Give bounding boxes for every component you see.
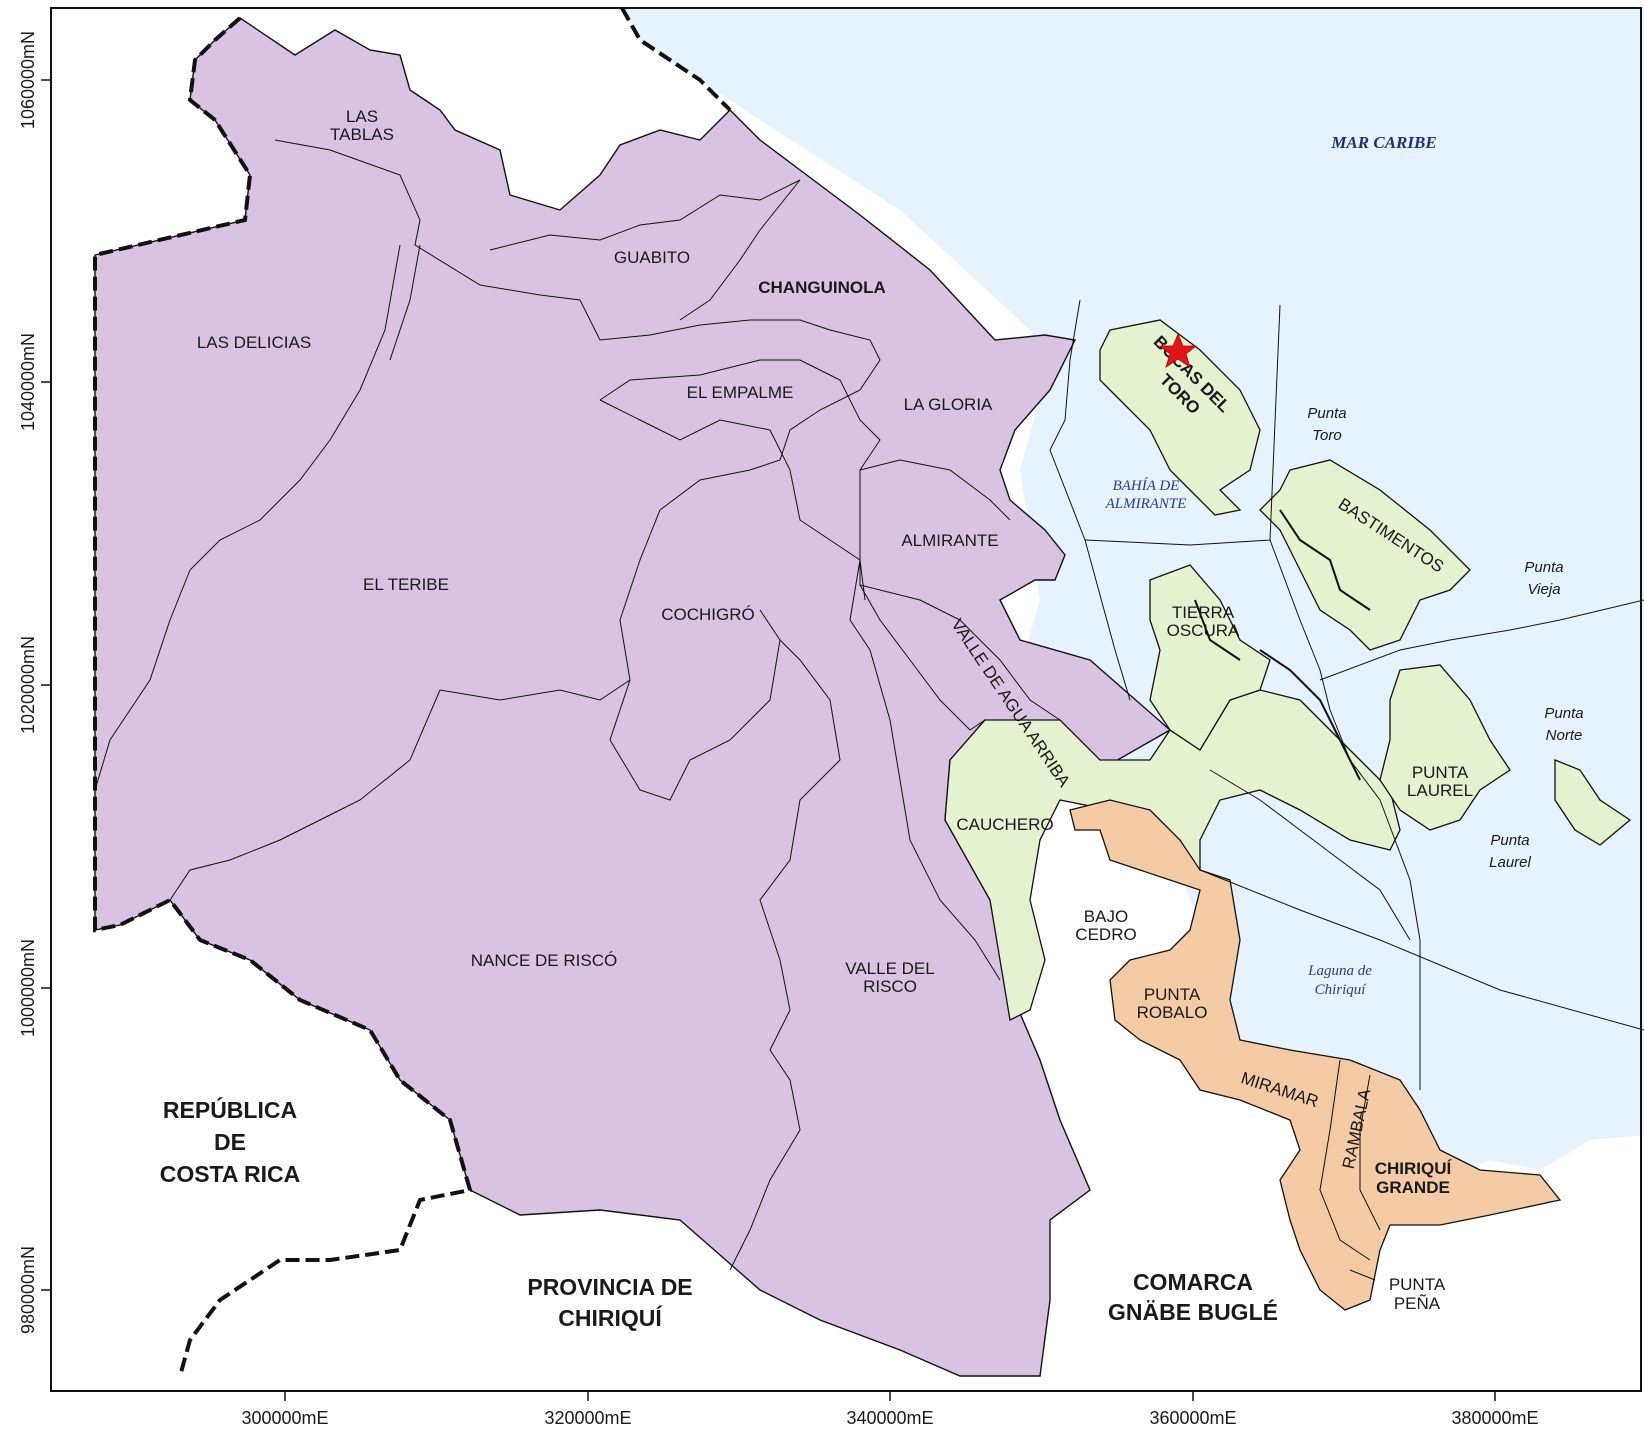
label-gnabe-bugle-2: GNÄBE BUGLÉ bbox=[1108, 1298, 1278, 1325]
x-tick-label: 320000mE bbox=[544, 1408, 631, 1428]
x-axis-labels: 300000mE 320000mE 340000mE 360000mE 3800… bbox=[241, 1408, 1538, 1428]
island-coastline-detail bbox=[1194, 509, 1371, 781]
label-valle-del-risco-1: VALLE DEL bbox=[845, 959, 934, 978]
label-punta-laurel-1: PUNTA bbox=[1412, 763, 1469, 782]
label-bahia-almirante-2: ALMIRANTE bbox=[1105, 496, 1187, 512]
label-cochigro: COCHIGRÓ bbox=[661, 605, 755, 624]
label-costa-rica-3: COSTA RICA bbox=[160, 1161, 301, 1187]
label-punta-laurel-point-2: Laurel bbox=[1489, 854, 1531, 871]
label-laguna-chiriqui-1: Laguna de bbox=[1307, 963, 1372, 979]
label-punta-vieja-2: Vieja bbox=[1527, 581, 1560, 598]
label-bajo-cedro-1: BAJO bbox=[1084, 907, 1128, 926]
label-chiriqui-grande-2: GRANDE bbox=[1376, 1178, 1450, 1197]
map-frame bbox=[50, 7, 1642, 1392]
label-mar-caribe: MAR CARIBE bbox=[1330, 133, 1436, 152]
x-tick-label: 360000mE bbox=[1149, 1408, 1236, 1428]
isla-bastimentos bbox=[1259, 459, 1471, 651]
label-punta-toro-1: Punta bbox=[1307, 405, 1346, 422]
label-punta-pena-2: PEÑA bbox=[1394, 1294, 1441, 1313]
international-border bbox=[93, 7, 732, 1377]
label-la-gloria: LA GLORIA bbox=[904, 395, 993, 414]
label-changuinola: CHANGUINOLA bbox=[758, 278, 886, 297]
tierra-oscura-area bbox=[1149, 564, 1271, 751]
isla-popa bbox=[1379, 664, 1511, 831]
chiriqui-grande-district bbox=[1069, 799, 1562, 1311]
label-punta-toro-2: Toro bbox=[1312, 427, 1341, 444]
label-las-tablas-1: LAS bbox=[346, 107, 378, 126]
label-cauchero: CAUCHERO bbox=[956, 815, 1053, 834]
isla-este bbox=[1554, 759, 1632, 846]
label-costa-rica-2: DE bbox=[214, 1129, 246, 1155]
label-almirante: ALMIRANTE bbox=[901, 531, 998, 550]
x-tick-label: 340000mE bbox=[846, 1408, 933, 1428]
isla-colon bbox=[1099, 319, 1261, 516]
region-labels: REPÚBLICA DE COSTA RICA PROVINCIA DE CHI… bbox=[160, 1096, 1278, 1331]
label-punta-vieja-1: Punta bbox=[1524, 559, 1563, 576]
label-tierra-oscura-2: OSCURA bbox=[1167, 621, 1240, 640]
star-icon bbox=[1158, 332, 1198, 368]
y-tick-label: 1040000mN bbox=[18, 333, 38, 431]
axis-ticks bbox=[41, 79, 1496, 1401]
label-chiriqui-province-1: PROVINCIA DE bbox=[527, 1274, 692, 1300]
label-bajo-cedro-2: CEDRO bbox=[1075, 925, 1136, 944]
district-boundaries bbox=[94, 139, 1644, 1281]
y-tick-label: 980000mN bbox=[18, 1246, 38, 1334]
y-tick-label: 1060000mN bbox=[18, 31, 38, 129]
label-gnabe-bugle-1: COMARCA bbox=[1133, 1269, 1253, 1295]
label-laguna-chiriqui-2: Chiriquí bbox=[1315, 982, 1368, 998]
label-punta-laurel-2: LAUREL bbox=[1407, 781, 1473, 800]
label-costa-rica-1: REPÚBLICA bbox=[163, 1096, 297, 1123]
y-axis-labels: 1060000mN 1040000mN 1020000mN 1000000mN … bbox=[18, 31, 38, 1334]
point-labels: Punta Toro Punta Vieja Punta Norte Punta… bbox=[1307, 405, 1583, 871]
y-tick-label: 1000000mN bbox=[18, 939, 38, 1037]
label-punta-norte-1: Punta bbox=[1544, 705, 1583, 722]
label-chiriqui-grande-1: CHIRIQUÍ bbox=[1375, 1159, 1453, 1178]
caribbean-sea bbox=[622, 8, 1644, 1180]
label-valle-del-risco-2: RISCO bbox=[863, 977, 917, 996]
label-las-tablas-2: TABLAS bbox=[330, 125, 394, 144]
label-punta-norte-2: Norte bbox=[1546, 727, 1583, 744]
label-el-teribe: EL TERIBE bbox=[363, 575, 449, 594]
label-punta-laurel-point-1: Punta bbox=[1490, 832, 1529, 849]
water-labels: MAR CARIBE BAHÍA DE ALMIRANTE Laguna de … bbox=[1105, 133, 1437, 998]
x-tick-label: 380000mE bbox=[1451, 1408, 1538, 1428]
label-nance-de-risco: NANCE DE RISCÓ bbox=[471, 951, 617, 970]
label-guabito: GUABITO bbox=[614, 248, 690, 267]
label-bahia-almirante-1: BAHÍA DE bbox=[1113, 477, 1180, 494]
label-punta-robalo-2: ROBALO bbox=[1137, 1003, 1208, 1022]
x-tick-label: 300000mE bbox=[241, 1408, 328, 1428]
label-punta-pena-1: PUNTA bbox=[1389, 1275, 1446, 1294]
label-punta-robalo-1: PUNTA bbox=[1144, 985, 1201, 1004]
y-tick-label: 1020000mN bbox=[18, 636, 38, 734]
label-las-delicias: LAS DELICIAS bbox=[197, 333, 311, 352]
label-chiriqui-province-2: CHIRIQUÍ bbox=[558, 1304, 662, 1331]
label-el-empalme: EL EMPALME bbox=[687, 383, 794, 402]
label-tierra-oscura-1: TIERRA bbox=[1172, 603, 1235, 622]
